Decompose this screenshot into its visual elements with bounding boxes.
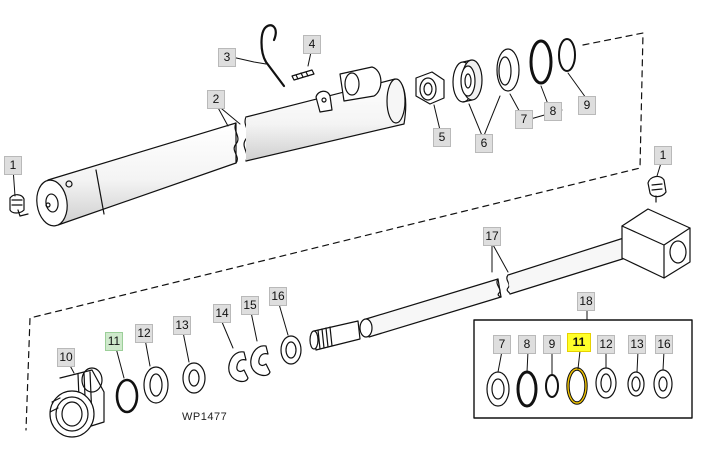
callout-12[interactable]: 12 bbox=[135, 324, 153, 343]
seal-kit-box bbox=[473, 319, 693, 419]
callout-18[interactable]: 18 bbox=[577, 292, 595, 311]
callout-10[interactable]: 10 bbox=[57, 348, 75, 367]
piston bbox=[452, 59, 483, 103]
hook-pin bbox=[260, 24, 286, 88]
snap-ring-15 bbox=[250, 345, 271, 377]
callout-13[interactable]: 13 bbox=[173, 316, 191, 335]
callout-15[interactable]: 15 bbox=[241, 296, 259, 315]
backup-ring-lower bbox=[143, 366, 169, 404]
wiper-seal bbox=[280, 335, 302, 365]
roll-pin bbox=[291, 69, 315, 81]
callout-5[interactable]: 5 bbox=[433, 128, 451, 147]
grease-fitting-left bbox=[9, 194, 29, 217]
callout-4[interactable]: 4 bbox=[303, 35, 321, 54]
callout-12[interactable]: 12 bbox=[597, 335, 615, 354]
callout-1[interactable]: 1 bbox=[4, 156, 22, 175]
callout-16[interactable]: 16 bbox=[655, 335, 673, 354]
rod-gland bbox=[49, 367, 105, 438]
callout-16[interactable]: 16 bbox=[269, 287, 287, 306]
piston-rod bbox=[309, 235, 633, 351]
cylinder-barrel bbox=[36, 78, 407, 227]
o-ring-lower bbox=[115, 378, 139, 414]
o-ring-upper bbox=[529, 39, 553, 85]
callout-6[interactable]: 6 bbox=[475, 134, 493, 153]
wear-ring-upper bbox=[496, 48, 520, 92]
backup-ring-upper bbox=[558, 38, 576, 72]
callout-13[interactable]: 13 bbox=[628, 335, 646, 354]
dashed-outline bbox=[25, 32, 644, 431]
callout-7[interactable]: 7 bbox=[493, 335, 511, 354]
callout-7[interactable]: 7 bbox=[515, 110, 533, 129]
callout-9[interactable]: 9 bbox=[543, 335, 561, 354]
callout-9[interactable]: 9 bbox=[578, 96, 596, 115]
snap-ring-14 bbox=[228, 351, 249, 383]
callout-11[interactable]: 11 bbox=[105, 332, 123, 351]
rod-seal bbox=[182, 362, 206, 394]
callout-8[interactable]: 8 bbox=[518, 335, 536, 354]
rod-eye-block bbox=[621, 208, 691, 279]
drawing-code: WP1477 bbox=[182, 411, 228, 423]
grease-fitting-right bbox=[647, 175, 667, 203]
kit-seals bbox=[486, 367, 673, 408]
callout-14[interactable]: 14 bbox=[213, 304, 231, 323]
callout-17[interactable]: 17 bbox=[483, 227, 501, 246]
barrel-lug bbox=[315, 66, 382, 113]
callout-11-highlighted[interactable]: 11 bbox=[567, 333, 591, 352]
callout-2[interactable]: 2 bbox=[207, 90, 225, 109]
lock-nut bbox=[415, 71, 445, 105]
callout-3[interactable]: 3 bbox=[218, 48, 236, 67]
callout-1[interactable]: 1 bbox=[654, 146, 672, 165]
callout-8[interactable]: 8 bbox=[544, 102, 562, 121]
